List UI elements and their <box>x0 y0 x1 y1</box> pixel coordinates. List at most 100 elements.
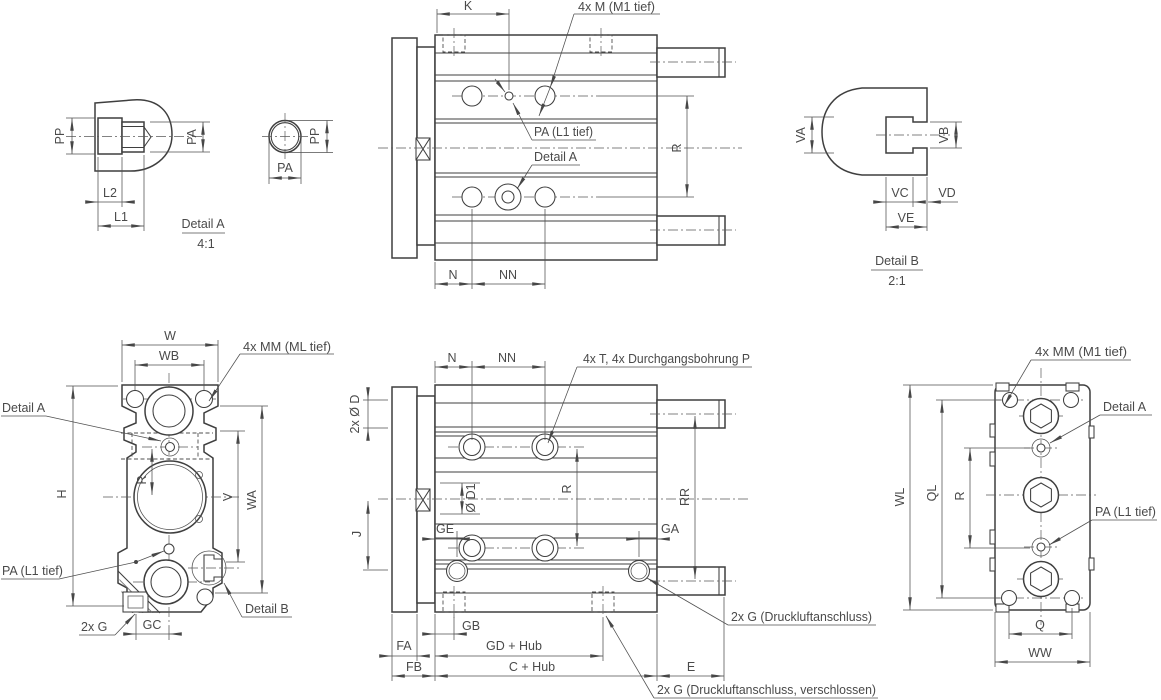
thread-callout: 4x M (M1 tief) <box>538 0 660 117</box>
wa-dimension: WA <box>215 405 268 594</box>
dim-label-wa: WA <box>245 490 259 510</box>
dim-label-r: R <box>135 475 149 484</box>
dim-label-ga: GA <box>661 522 680 536</box>
dim-label-vd: VD <box>938 186 955 200</box>
pa-callout: PA (L1 tief) <box>494 78 596 141</box>
pa-hole <box>1036 542 1046 552</box>
plugged-ports-dashed <box>442 586 615 618</box>
c-hub-dimension: C + Hub <box>435 614 658 681</box>
dim-label-gd-hub: GD + Hub <box>486 639 542 653</box>
detail-b-title: Detail B 2:1 <box>871 254 923 288</box>
ql-dimension: QL <box>925 399 1001 599</box>
callout-4xt: 4x T, 4x Durchgangsbohrung P <box>583 352 750 366</box>
piston-rod-section-view: PP PA <box>262 113 333 184</box>
dim-label-wb: WB <box>159 349 179 363</box>
dim-label-2xd: 2x Ø D <box>348 395 362 434</box>
guide-bore-circle <box>150 566 182 598</box>
vc-vd-ve-dimensions: VC VD VE <box>873 177 958 231</box>
mounting-flange <box>391 386 418 613</box>
g-port-square <box>122 591 149 613</box>
h-dimension: H <box>55 385 124 607</box>
callout-4xm: 4x M (M1 tief) <box>578 0 655 14</box>
side-slot-bumps <box>989 423 1095 572</box>
piston-bore-circle <box>133 460 207 534</box>
dim-label-r: R <box>670 143 684 152</box>
detail-scale-text: 4:1 <box>197 237 214 251</box>
r-dimension: R <box>598 95 694 198</box>
dim-label-q: Q <box>1035 618 1045 632</box>
pa-callout: PA (L1 tief) <box>1 550 165 580</box>
dim-label-fa: FA <box>396 639 412 653</box>
gc-dimension: GC <box>123 614 182 640</box>
rod-seal-box <box>415 488 431 512</box>
e-dimension: E <box>657 597 725 681</box>
dim-label-vb: VB <box>937 127 951 144</box>
rod-bore-circle <box>152 394 186 428</box>
n-nn-dimensions: N NN <box>434 209 546 289</box>
g-closed-callout: 2x G (Druckluftanschluss, verschlossen) <box>605 615 878 699</box>
mm-hole <box>196 588 214 606</box>
dim-label-r: R <box>953 491 967 500</box>
air-ports <box>445 559 651 583</box>
l1-dimension: L1 <box>97 155 145 231</box>
r-dimension: R <box>135 449 154 495</box>
dim-label-ww: WW <box>1028 646 1052 660</box>
dim-label-j: J <box>350 531 364 537</box>
cylinder-bottom-view: N NN 4x T, 4x Durchgangsbohrung P 2x Ø D… <box>348 351 878 699</box>
pa-hole-ring <box>160 437 180 457</box>
j-dimension: J <box>350 501 388 571</box>
mm-hole <box>1062 391 1080 409</box>
g-open-callout: 2x G (Druckluftanschluss) <box>646 577 876 626</box>
ge-dimension: GE <box>422 522 470 557</box>
dim-label-d1: Ø D1 <box>464 483 478 512</box>
pa-hole <box>164 441 176 453</box>
cylinder-body <box>434 34 658 261</box>
callout-detail-a: Detail A <box>534 150 578 164</box>
callout-g-open: 2x G (Druckluftanschluss) <box>731 610 872 624</box>
dim-label-pa: PA <box>185 128 199 144</box>
ga-dimension: GA <box>626 522 680 557</box>
d-dimension: 2x Ø D <box>348 387 388 441</box>
callout-pa: PA (L1 tief) <box>1095 505 1156 519</box>
detail-b-section-view: VA VB VC VD VE Detail B 2:1 <box>794 87 962 288</box>
pa-hole <box>1036 443 1046 453</box>
dim-label-l2: L2 <box>103 186 117 200</box>
dim-label-h: H <box>55 489 69 498</box>
mm-callout: 4x MM (M1 tief) <box>1003 345 1131 407</box>
detail-a-callout: Detail A <box>516 150 580 190</box>
dim-label-wl: WL <box>893 488 907 507</box>
pa-dimension: PA <box>268 140 302 184</box>
dim-label-ql: QL <box>925 485 939 502</box>
detail-scale-text: 2:1 <box>888 274 905 288</box>
dim-label-r: R <box>560 484 574 493</box>
n-nn-dimensions: N NN <box>434 351 546 440</box>
dim-label-rr: RR <box>678 488 692 506</box>
pa-hole-ring <box>1031 537 1051 557</box>
detail-a-title: Detail A 4:1 <box>181 217 225 251</box>
dim-label-ge: GE <box>436 522 454 536</box>
callout-detail-a: Detail A <box>1103 400 1147 414</box>
va-dimension: VA <box>794 116 834 154</box>
r-dimension: R <box>560 449 579 546</box>
callout-pa: PA (L1 tief) <box>534 125 593 139</box>
mm-hole <box>1000 589 1018 607</box>
callout-4xmm: 4x MM (ML tief) <box>243 340 331 354</box>
fa-fb-dimensions: FA FB <box>379 614 435 681</box>
dim-label-w: W <box>164 329 176 343</box>
mm-hole <box>1063 589 1081 607</box>
cylinder-side-view: 4x MM (M1 tief) Detail A PA (L1 tief) WL… <box>893 345 1157 667</box>
dim-label-k: K <box>464 0 473 13</box>
hatched-tslot-section <box>821 87 928 176</box>
dim-label-n: N <box>447 351 456 365</box>
rod-seal-box <box>415 137 431 161</box>
dim-label-gc: GC <box>143 618 162 632</box>
dim-label-va: VA <box>794 126 808 142</box>
l2-dimension: L2 <box>85 157 135 207</box>
wb-dimension: WB <box>134 349 205 390</box>
hatched-body-section <box>94 99 173 172</box>
body-groove-lines <box>435 52 657 244</box>
callout-4xmm: 4x MM (M1 tief) <box>1035 345 1127 359</box>
guide-rod-bottom <box>656 215 726 246</box>
rr-dimension: RR <box>678 416 697 579</box>
w-dimension: W <box>121 329 219 382</box>
